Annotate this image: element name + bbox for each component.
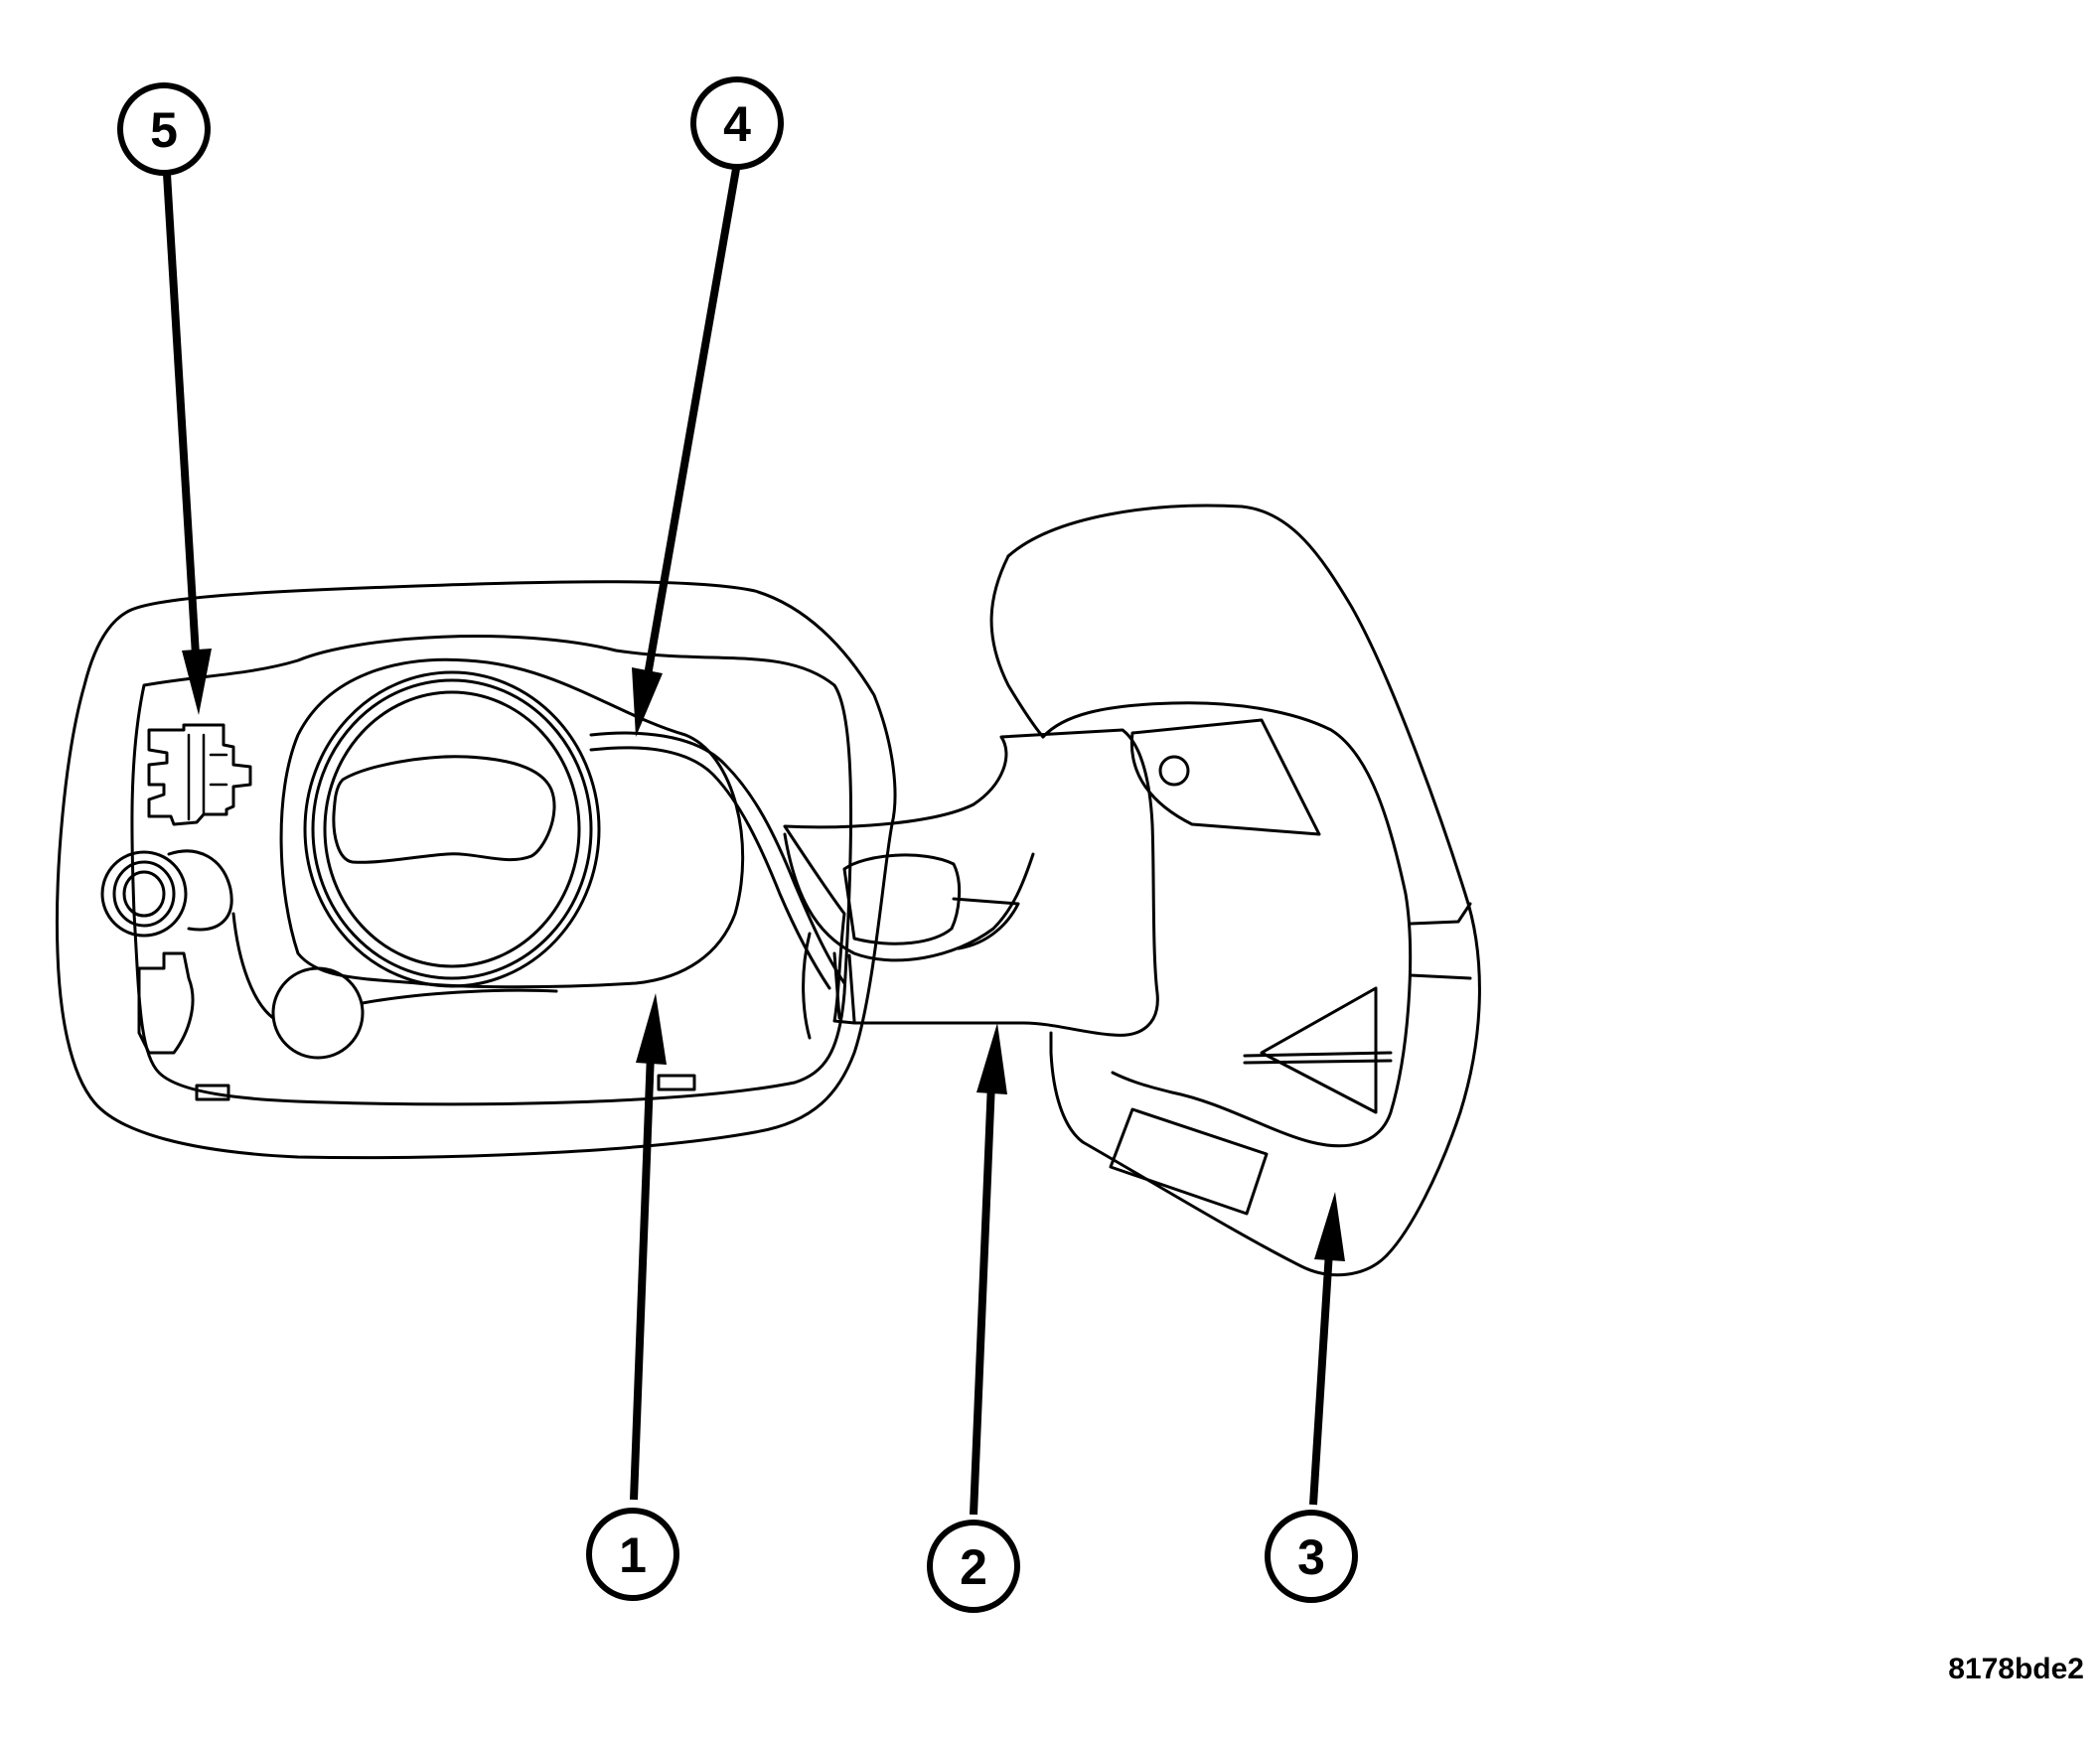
housing-inner-outline bbox=[130, 635, 853, 1106]
callout-3-circle bbox=[1265, 1510, 1358, 1603]
latch-detail bbox=[187, 733, 228, 821]
door-inner-panel bbox=[1041, 701, 1413, 1148]
filler-ring-mid bbox=[311, 678, 593, 980]
lower-left-bracket bbox=[137, 951, 195, 1055]
door-triangle bbox=[1260, 986, 1378, 1114]
drain-circle bbox=[271, 966, 365, 1060]
hinge-wedge bbox=[952, 897, 1020, 950]
door-top-edge bbox=[989, 554, 1045, 739]
leader-4 bbox=[644, 168, 740, 676]
callout-1-label: 1 bbox=[619, 1527, 647, 1583]
grommet-outer bbox=[100, 850, 188, 938]
hinge-knuckle bbox=[842, 853, 962, 945]
callout-5-circle bbox=[117, 82, 211, 176]
leader-1 bbox=[630, 1052, 655, 1501]
grommet-ring bbox=[112, 860, 176, 928]
door-outer-skin bbox=[1006, 504, 1481, 1277]
callout-4-label: 4 bbox=[723, 96, 751, 152]
callout-3-label: 3 bbox=[1297, 1529, 1325, 1585]
callout-5: 5 bbox=[117, 82, 211, 176]
leader-3 bbox=[1309, 1250, 1333, 1506]
callout-2-label: 2 bbox=[960, 1539, 987, 1595]
hinge-arm-outline bbox=[783, 728, 1159, 1037]
fuel-door bbox=[989, 504, 1481, 1277]
tether-line-upper bbox=[589, 731, 846, 985]
tab-center bbox=[657, 1074, 696, 1091]
fuel-filler-neck bbox=[279, 657, 745, 989]
drain-hose bbox=[231, 912, 558, 1020]
cap-tether bbox=[589, 731, 846, 990]
callout-5-label: 5 bbox=[150, 102, 178, 158]
callout-2: 2 bbox=[927, 1520, 1020, 1613]
door-hinge-bracket bbox=[1129, 718, 1321, 836]
fuel-door-hinge bbox=[783, 728, 1159, 1040]
leader-5 bbox=[163, 173, 200, 656]
callout-4-circle bbox=[690, 76, 784, 170]
grommet-mount bbox=[167, 849, 233, 932]
door-triangle-base bbox=[1243, 1051, 1393, 1065]
housing-outer-outline bbox=[55, 580, 897, 1160]
arrowhead-5 bbox=[182, 649, 212, 715]
tether-line-lower bbox=[589, 746, 831, 990]
figure-reference-code: 8178bde2 bbox=[1948, 1653, 2084, 1685]
callout-1-circle bbox=[586, 1508, 679, 1601]
latch-bracket bbox=[147, 723, 252, 826]
filler-ring-inner bbox=[323, 690, 581, 968]
arrowhead-3 bbox=[1314, 1192, 1345, 1261]
cap-handle bbox=[332, 755, 556, 864]
door-label-plate bbox=[1109, 1107, 1269, 1216]
fuel-filler-housing bbox=[55, 580, 897, 1160]
callout-3: 3 bbox=[1265, 1510, 1358, 1603]
door-edge-line-upper bbox=[1409, 902, 1472, 926]
callout-4: 4 bbox=[690, 76, 784, 170]
latch-assembly bbox=[100, 723, 696, 1101]
callout-2-circle bbox=[927, 1520, 1020, 1613]
callout-leaders bbox=[163, 168, 1345, 1516]
door-edge-line-lower bbox=[1409, 973, 1472, 980]
filler-ring-outer bbox=[303, 670, 601, 988]
leader-2 bbox=[970, 1082, 995, 1516]
arrowhead-1 bbox=[636, 993, 667, 1065]
tab-left bbox=[195, 1084, 230, 1101]
callout-1: 1 bbox=[586, 1508, 679, 1601]
arrowhead-2 bbox=[976, 1023, 1007, 1094]
door-bracket-hole bbox=[1158, 755, 1190, 787]
hinge-base-line bbox=[802, 932, 856, 1040]
grommet-center bbox=[122, 870, 166, 918]
arrowhead-4 bbox=[632, 667, 663, 737]
